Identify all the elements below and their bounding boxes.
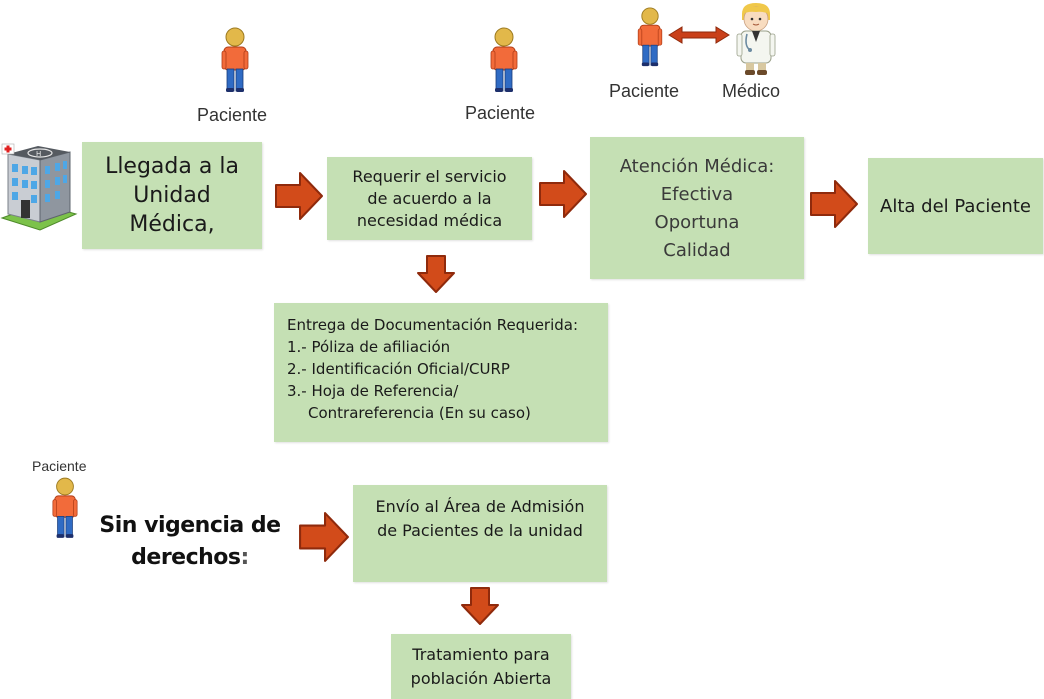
step-treatment-line: Tratamiento para: [412, 644, 550, 664]
patient-label-1: Paciente: [197, 105, 268, 125]
step-discharge-box: Alta del Paciente: [868, 158, 1043, 254]
step-request-line: de acuerdo a la: [367, 188, 492, 208]
svg-text:H: H: [36, 150, 41, 158]
documentation-item: 1.- Póliza de afiliación: [287, 338, 451, 356]
documentation-item-continuation: Contrareferencia (En su caso): [308, 404, 531, 422]
patient-label-4: Paciente: [32, 458, 87, 474]
person-icon: [51, 477, 79, 539]
step-treatment-box: Tratamiento para población Abierta: [391, 634, 571, 699]
doctor-label: Médico: [722, 81, 781, 101]
step-arrival-line: Unidad: [133, 183, 211, 208]
step-request-box: Requerir el servicio de acuerdo a la nec…: [327, 157, 532, 240]
block-arrow-icon: [538, 169, 588, 219]
step-medical-care-item: Oportuna: [654, 212, 740, 233]
person-icon: [220, 27, 250, 93]
documentation-item: 2.- Identificación Oficial/CURP: [287, 360, 510, 378]
documentation-item: 3.- Hoja de Referencia/: [287, 382, 459, 400]
no-rights-line-1: Sin vigencia de: [99, 513, 281, 538]
step-documentation-box: Entrega de Documentación Requerida: 1.- …: [274, 303, 608, 442]
documentation-title: Entrega de Documentación Requerida:: [287, 316, 579, 334]
hospital-building-icon: H: [0, 140, 78, 232]
step-medical-care-item: Efectiva: [660, 184, 734, 205]
block-arrow-icon: [274, 171, 324, 221]
step-medical-care-title: Atención Médica:: [619, 156, 775, 177]
step-admission-box: Envío al Área de Admisión de Pacientes d…: [353, 485, 607, 582]
step-admission-line: Envío al Área de Admisión: [375, 497, 585, 516]
block-arrow-icon: [809, 176, 859, 232]
patient-label-3: Paciente: [609, 81, 680, 101]
block-arrow-down-icon: [416, 254, 456, 294]
step-treatment-line: población Abierta: [410, 668, 552, 688]
double-arrow-icon: [668, 26, 730, 44]
step-admission-line: de Pacientes de la unidad: [377, 521, 583, 540]
patient-label-2: Paciente: [465, 103, 536, 123]
step-arrival-line: Llegada a la: [105, 154, 239, 179]
step-arrival-box: Llegada a la Unidad Médica,: [82, 142, 262, 249]
step-arrival-line: Médica,: [129, 212, 215, 237]
no-rights-label: Sin vigencia de derechos:: [90, 510, 290, 574]
block-arrow-down-icon: [460, 584, 500, 628]
step-request-line: Requerir el servicio: [352, 166, 507, 186]
block-arrow-icon: [298, 511, 350, 563]
step-discharge-label: Alta del Paciente: [880, 195, 1031, 217]
person-icon: [489, 27, 519, 93]
no-rights-line-2: derechos: [131, 545, 241, 570]
no-rights-colon: :: [240, 545, 250, 570]
step-medical-care-item: Calidad: [663, 240, 731, 261]
step-request-line: necesidad médica: [356, 210, 503, 230]
doctor-icon: [736, 3, 776, 75]
step-medical-care-box: Atención Médica: Efectiva Oportuna Calid…: [590, 137, 804, 279]
person-icon: [636, 7, 664, 67]
